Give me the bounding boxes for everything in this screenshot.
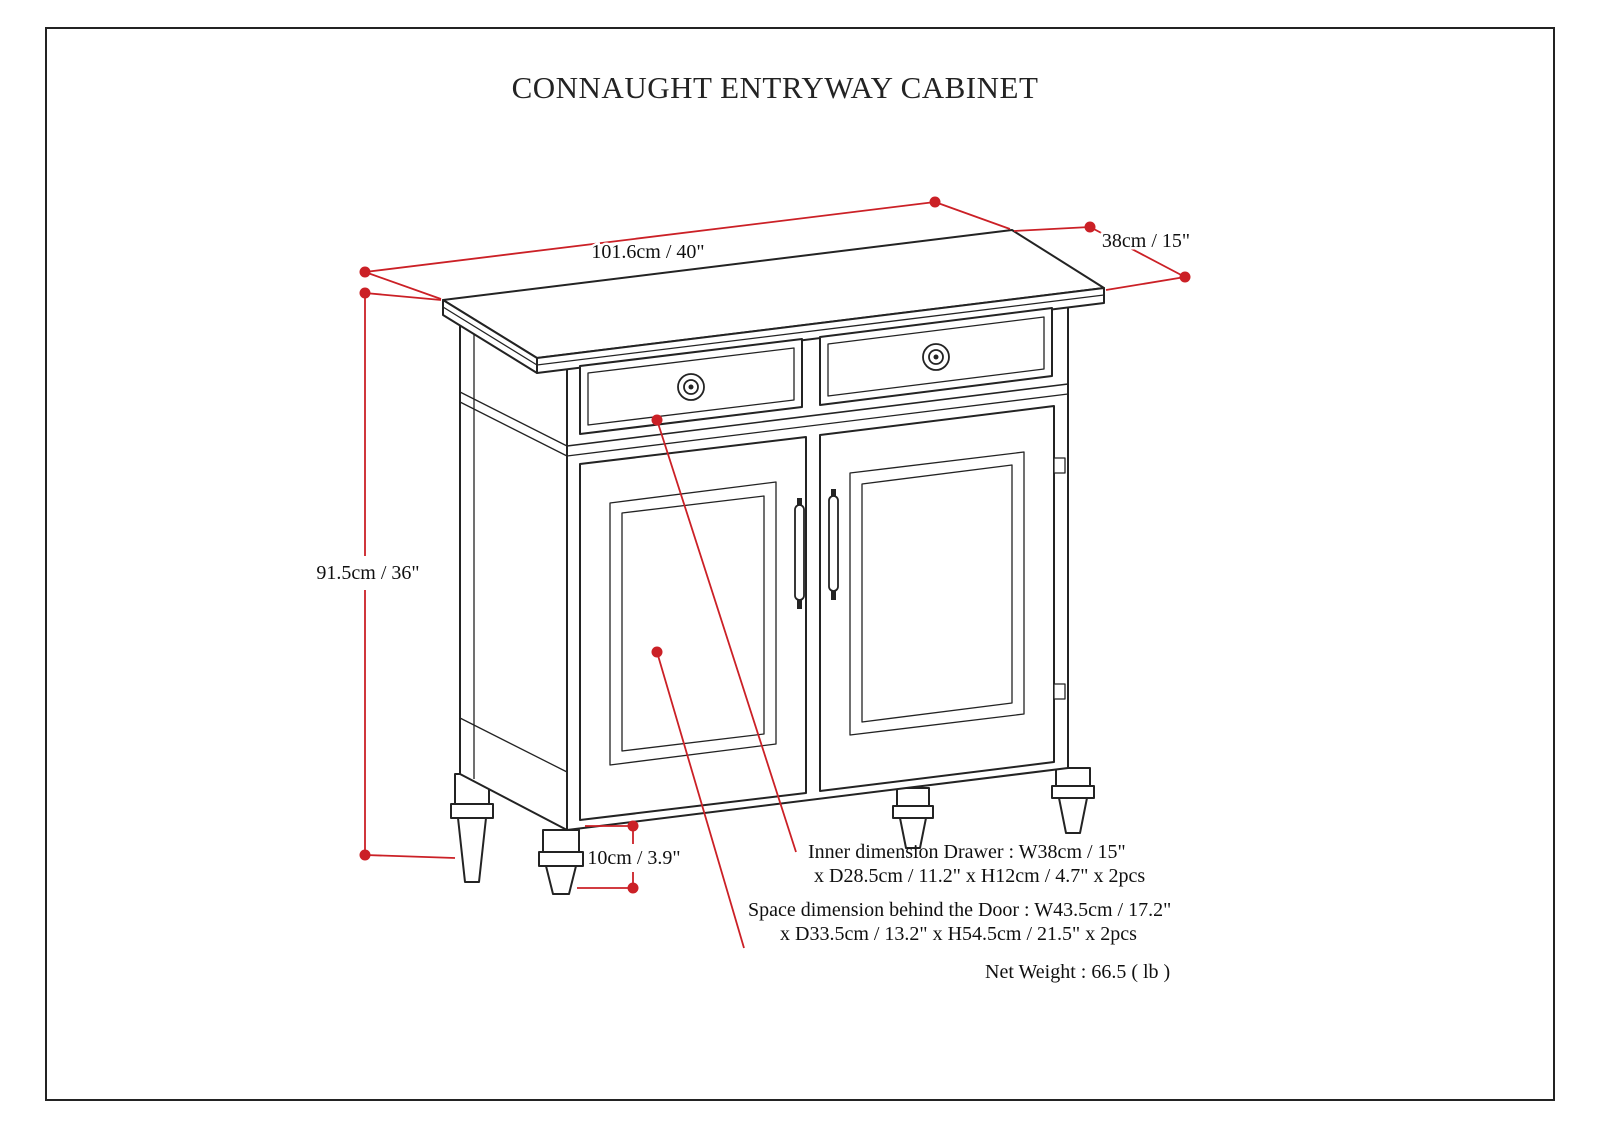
back-right-leg xyxy=(892,787,934,849)
left-side-rail-line-1 xyxy=(459,391,568,447)
left-side-panel xyxy=(459,311,568,831)
leg-height-label: 10cm / 3.9" xyxy=(587,847,680,869)
right-door-top-hinge xyxy=(1053,457,1066,474)
left-side-bottom-rail-line xyxy=(459,717,568,773)
left-knob-center xyxy=(688,384,694,390)
right-knob-center xyxy=(933,354,939,360)
annotation-drawer: Inner dimension Drawer : W38cm / 15" x D… xyxy=(651,414,1145,887)
right-drawer-knob xyxy=(922,343,950,371)
front-right-leg-cap xyxy=(1051,785,1095,799)
left-door-handle xyxy=(794,498,805,609)
cabinet-top xyxy=(442,229,1105,374)
drawer-annotation-line2: x D28.5cm / 11.2" x H12cm / 4.7" x 2pcs xyxy=(814,865,1145,887)
right-drawer xyxy=(819,307,1053,406)
left-drawer xyxy=(579,338,803,435)
dimension-width: 101.6cm / 40" xyxy=(359,196,1011,300)
drawer-leader-dot xyxy=(651,414,663,426)
front-left-leg-cap xyxy=(538,851,584,867)
page-border xyxy=(45,27,1555,1101)
left-door-panel-bevel xyxy=(621,495,765,752)
right-handle-bar xyxy=(828,495,839,592)
page-title: CONNAUGHT ENTRYWAY CABINET xyxy=(512,70,1039,105)
front-left-leg-foot xyxy=(545,865,577,895)
dimension-height: 91.5cm / 36" xyxy=(314,287,456,861)
front-right-leg xyxy=(1051,767,1095,834)
front-right-leg-block xyxy=(1055,767,1091,787)
width-dimension-line xyxy=(364,201,936,273)
leg-dot-bottom xyxy=(627,882,639,894)
depth-extension-front xyxy=(1105,276,1186,291)
front-left-leg xyxy=(538,829,584,895)
dimension-annotations: 101.6cm / 40" 38cm / 15" 91.5cm / 36" xyxy=(314,196,1193,983)
height-dimension-label: 91.5cm / 36" xyxy=(316,562,419,584)
right-door-panel-bevel xyxy=(861,464,1013,723)
front-right-leg-foot xyxy=(1058,797,1088,834)
top-molding-line xyxy=(442,294,1105,366)
cabinet-drawing xyxy=(442,229,1105,895)
depth-dimension-label: 38cm / 15" xyxy=(1102,230,1190,252)
width-dot-left xyxy=(359,266,371,278)
width-dimension-label: 101.6cm / 40" xyxy=(591,241,704,263)
door-space-leader-dot xyxy=(651,646,663,658)
back-right-leg-block xyxy=(896,787,930,807)
depth-extension-back xyxy=(1013,226,1091,232)
dimension-leg-height: 10cm / 3.9" xyxy=(577,820,683,894)
depth-dot-front xyxy=(1179,271,1191,283)
left-drawer-knob xyxy=(677,373,705,401)
front-left-leg-block xyxy=(542,829,580,853)
right-handle-bottom-mount xyxy=(831,591,836,600)
height-extension-bottom xyxy=(364,854,456,859)
door-space-annotation-line1: Space dimension behind the Door : W43.5c… xyxy=(748,899,1171,921)
leg-dot-top xyxy=(627,820,639,832)
right-door xyxy=(819,405,1066,792)
left-handle-bar xyxy=(794,504,805,601)
annotation-door-space: Space dimension behind the Door : W43.5c… xyxy=(651,646,1171,949)
left-side-rail-line-2 xyxy=(459,401,568,457)
back-left-leg xyxy=(450,773,494,883)
width-extension-right xyxy=(934,201,1011,230)
right-door-handle xyxy=(828,489,839,600)
left-handle-top-mount xyxy=(797,498,802,507)
left-door xyxy=(579,436,807,821)
depth-dimension-line xyxy=(1089,226,1186,278)
drawer-annotation-line1: Inner dimension Drawer : W38cm / 15" xyxy=(808,841,1126,863)
back-right-leg-cap xyxy=(892,805,934,819)
right-handle-top-mount xyxy=(831,489,836,498)
door-space-annotation-line2: x D33.5cm / 13.2" x H54.5cm / 21.5" x 2p… xyxy=(780,923,1137,945)
divider-rail-line-1 xyxy=(566,383,1069,447)
left-handle-bottom-mount xyxy=(797,600,802,609)
drawer-leader-line xyxy=(656,419,797,853)
height-dot-bottom xyxy=(359,849,371,861)
divider-rail-line-2 xyxy=(566,393,1069,457)
depth-dot-back xyxy=(1084,221,1096,233)
back-left-leg-cap xyxy=(450,803,494,819)
door-space-leader-line xyxy=(656,651,745,949)
height-dot-top xyxy=(359,287,371,299)
dimension-depth: 38cm / 15" xyxy=(1013,221,1193,291)
height-extension-top xyxy=(364,292,442,301)
cabinet-left-side xyxy=(459,311,568,831)
right-door-bottom-hinge xyxy=(1053,683,1066,700)
net-weight-label: Net Weight : 66.5 ( lb ) xyxy=(985,961,1170,983)
width-extension-left xyxy=(364,271,442,300)
back-left-leg-foot xyxy=(457,817,487,883)
width-dot-right xyxy=(929,196,941,208)
back-right-leg-foot xyxy=(899,817,927,849)
